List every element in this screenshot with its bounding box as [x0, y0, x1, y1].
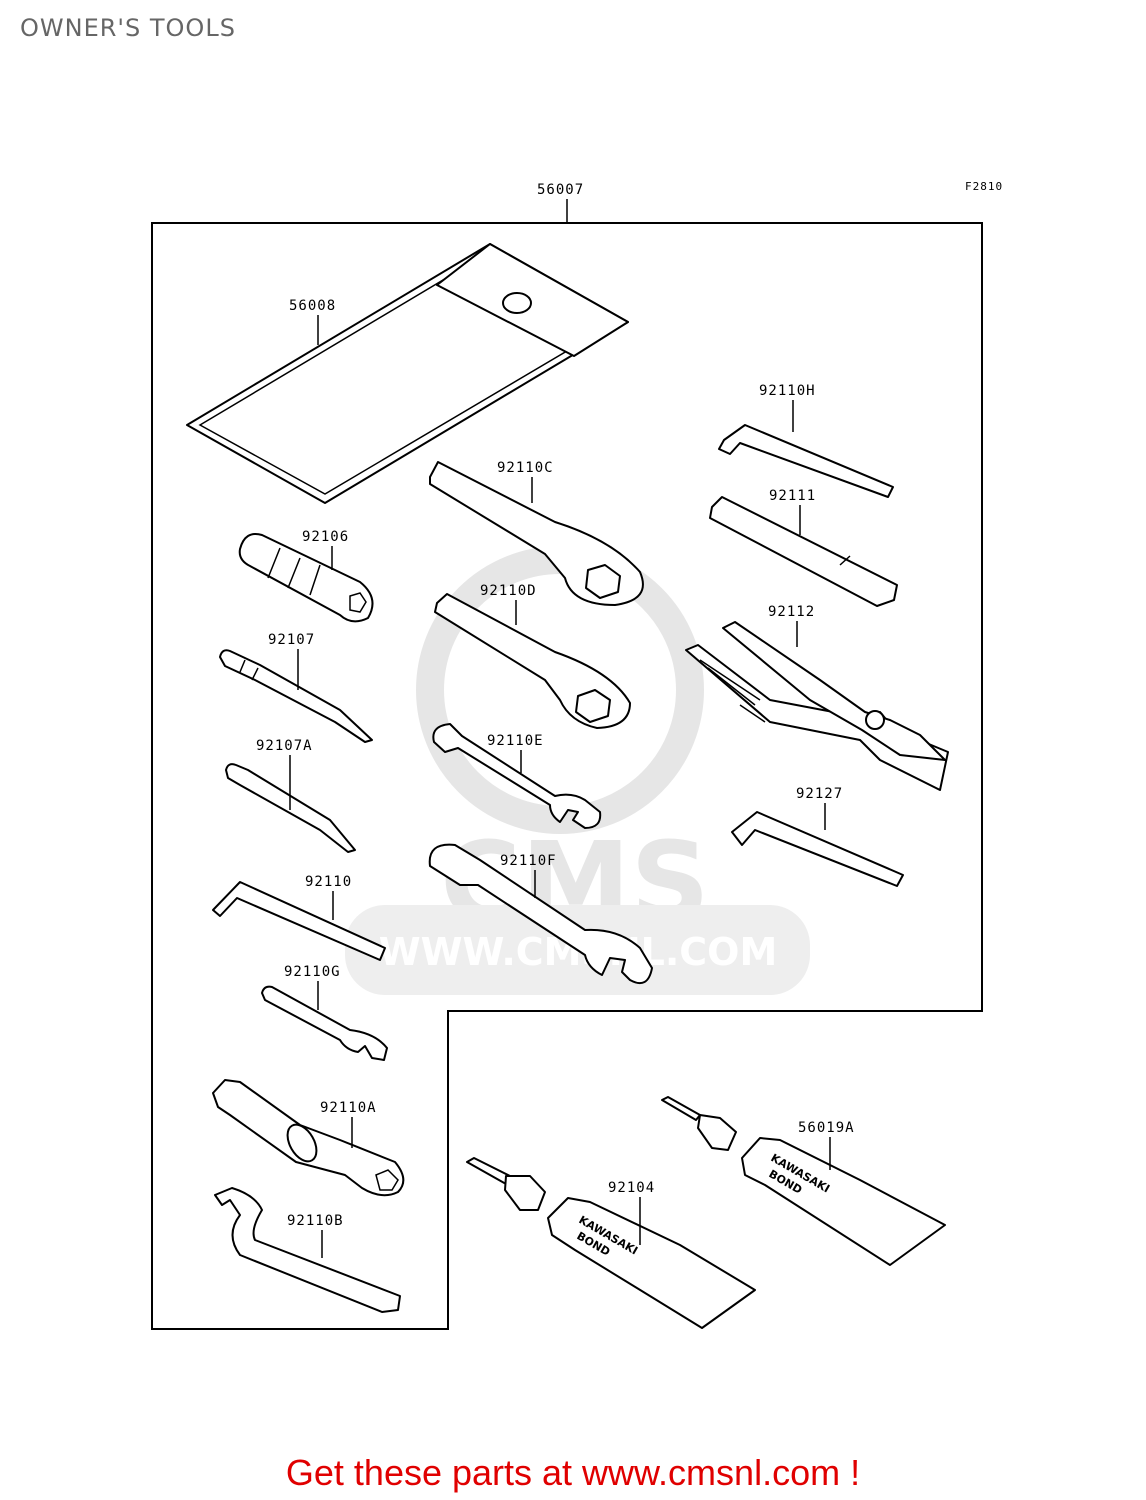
part-label-92127: 92127 [796, 786, 843, 802]
hex-key-92110 [212, 881, 386, 961]
part-label-56007: 56007 [537, 182, 584, 198]
exploded-parts-diagram: CMS WWW.CMSNL.COM F2810 56007 56008 9211… [151, 180, 1003, 1330]
figure-code: F2810 [965, 180, 1003, 193]
tool-kit-frame [151, 222, 983, 1330]
bond-tube-92104: KAWASAKI BOND [466, 1157, 756, 1329]
part-label-92112: 92112 [768, 604, 815, 620]
hex-key-92127 [731, 811, 904, 887]
screwdriver-92107 [219, 649, 373, 743]
spanner-92110G [261, 985, 388, 1061]
page-title: OWNER'S TOOLS [20, 14, 236, 42]
part-label-92110H: 92110H [759, 383, 816, 399]
part-label-92110: 92110 [305, 874, 352, 890]
part-label-56008: 56008 [289, 298, 336, 314]
open-spanner-92110E [432, 723, 602, 829]
ring-spanner-92110C [429, 461, 644, 606]
pliers-92112 [685, 621, 949, 791]
tool-bag-56008 [186, 243, 629, 504]
part-label-92110B: 92110B [287, 1213, 344, 1229]
ring-spanner-92110D [434, 593, 631, 729]
part-label-92107A: 92107A [256, 738, 313, 754]
footer-link[interactable]: Get these parts at www.cmsnl.com ! [285, 1452, 861, 1493]
part-label-92111: 92111 [769, 488, 816, 504]
part-label-92107: 92107 [268, 632, 315, 648]
part-label-92110A: 92110A [320, 1100, 377, 1116]
part-label-92104: 92104 [608, 1180, 655, 1196]
part-label-92110E: 92110E [487, 733, 544, 749]
hook-spanner-92110B [214, 1187, 401, 1313]
part-label-92110C: 92110C [497, 460, 554, 476]
socket-extension-92110A [212, 1079, 405, 1197]
part-label-56019A: 56019A [798, 1120, 855, 1136]
part-label-92110F: 92110F [500, 853, 557, 869]
hex-key-92110H [718, 424, 894, 498]
open-spanner-92110F [428, 843, 653, 984]
part-label-92106: 92106 [302, 529, 349, 545]
part-label-92110G: 92110G [284, 964, 341, 980]
part-label-92110D: 92110D [480, 583, 537, 599]
bar-92111 [709, 496, 898, 607]
socket-92106 [238, 533, 374, 623]
